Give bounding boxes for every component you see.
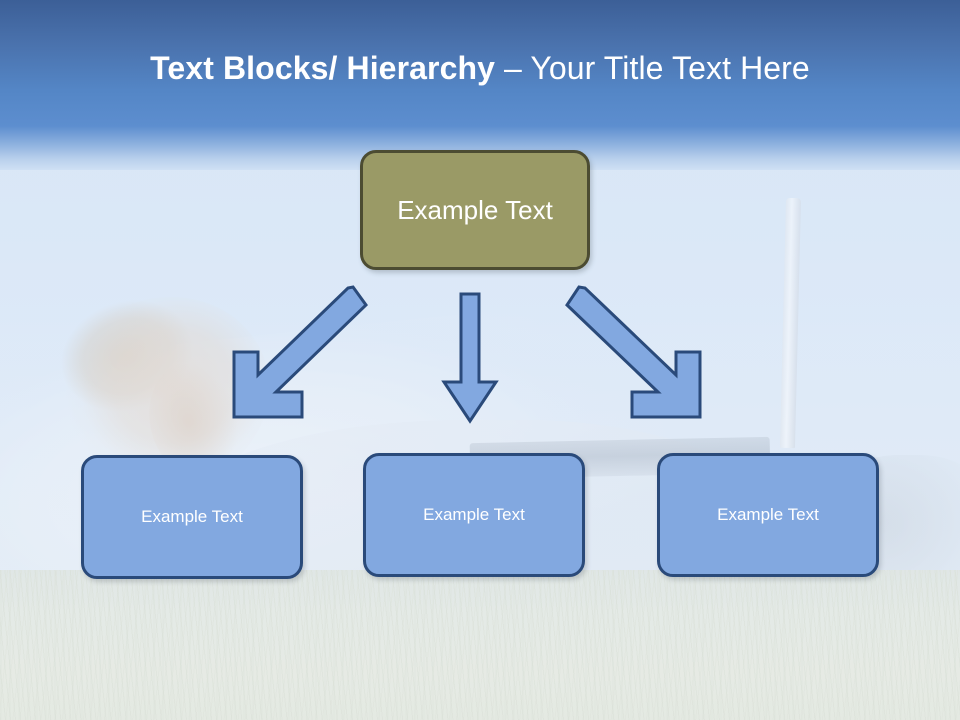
hierarchy-child-node-2[interactable]: Example Text bbox=[363, 453, 585, 577]
hierarchy-child-node-1[interactable]: Example Text bbox=[81, 455, 303, 579]
page-title: Text Blocks/ Hierarchy – Your Title Text… bbox=[0, 48, 960, 88]
arrow-down-right-icon bbox=[565, 285, 702, 419]
page-title-normal: Your Title Text Here bbox=[530, 50, 810, 86]
arrow-down-icon bbox=[441, 292, 499, 424]
page-title-separator: – bbox=[495, 50, 531, 86]
page-title-bold: Text Blocks/ Hierarchy bbox=[150, 50, 496, 86]
hierarchy-child-node-3[interactable]: Example Text bbox=[657, 453, 879, 577]
arrow-down-left-icon bbox=[232, 285, 368, 419]
title-banner bbox=[0, 0, 960, 126]
hierarchy-root-node[interactable]: Example Text bbox=[360, 150, 590, 270]
